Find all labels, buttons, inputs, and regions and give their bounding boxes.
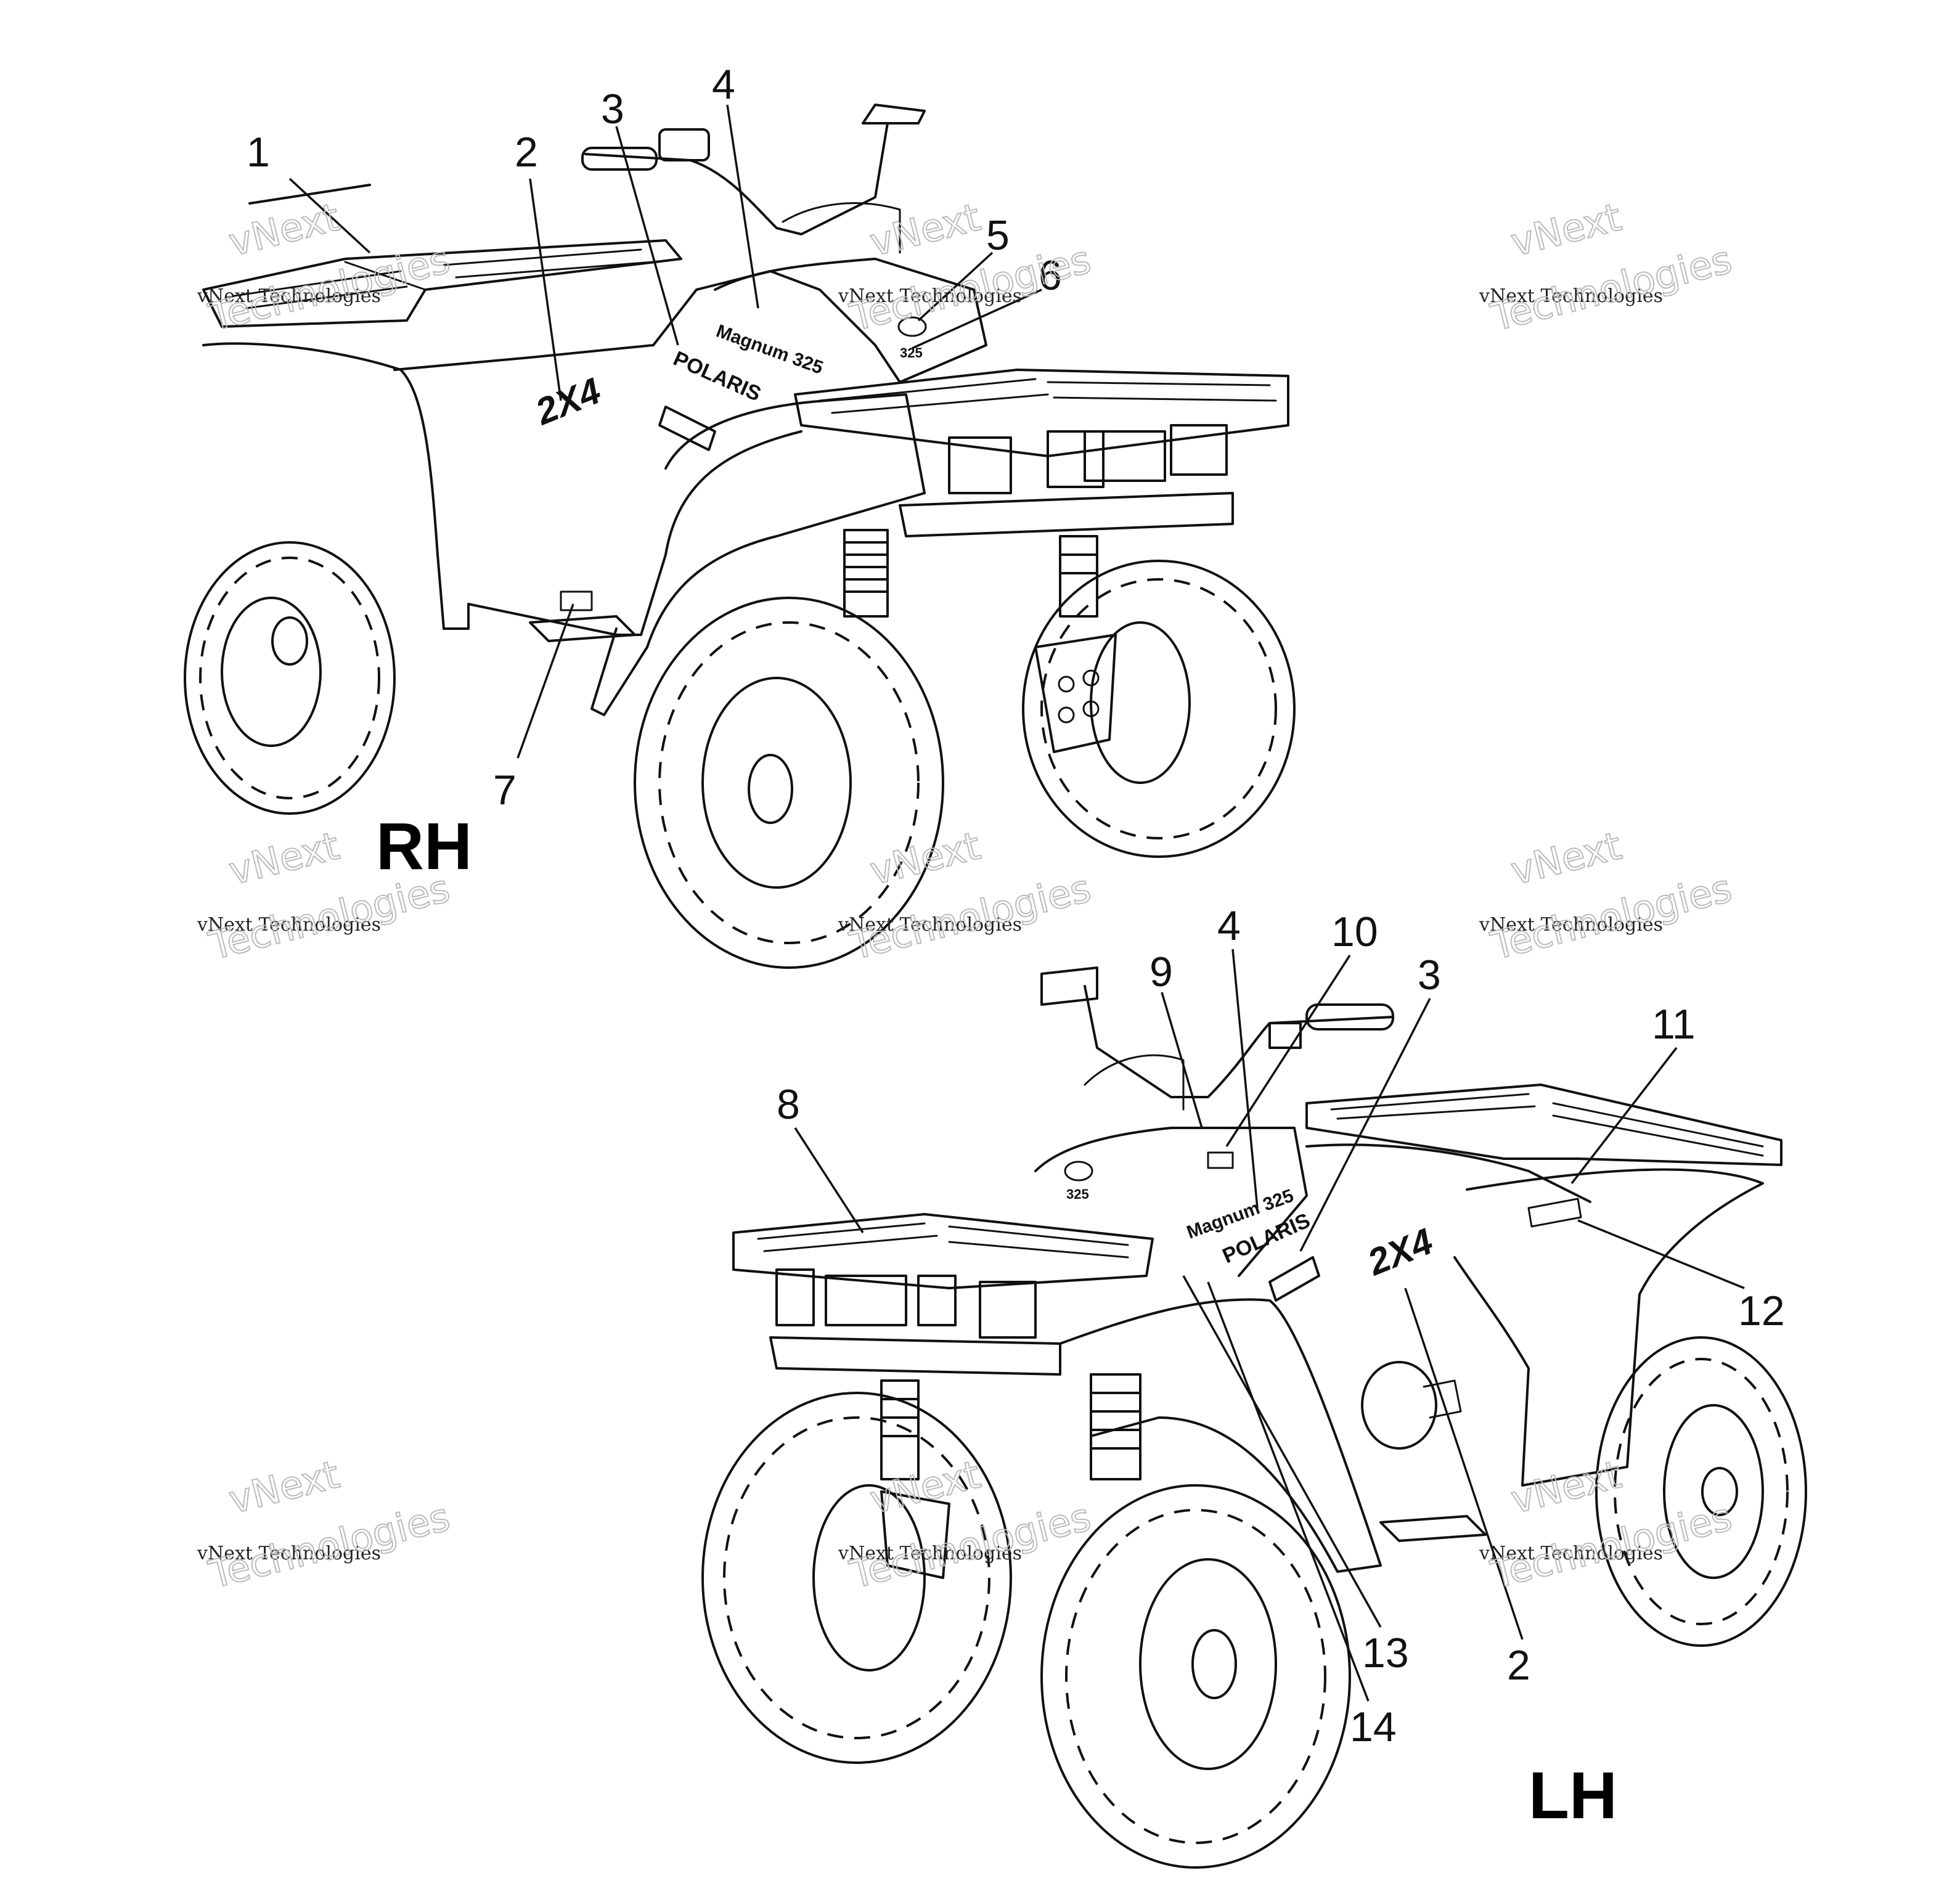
svg-text:vNext Technologies: vNext Technologies xyxy=(1479,285,1663,307)
rh-front-shock xyxy=(843,529,889,618)
rh-callout-5: 5 xyxy=(986,212,1010,259)
svg-text:vNext Technologies: vNext Technologies xyxy=(1479,1543,1663,1564)
rh-callout-6: 6 xyxy=(1039,252,1062,299)
rh-callout-7: 7 xyxy=(493,767,517,814)
watermark: vNext vNext Technologies Technologies xyxy=(838,1451,1096,1598)
svg-text:vNext: vNext xyxy=(865,823,984,894)
rh-callout-1: 1 xyxy=(247,129,270,176)
lh-rear-rack xyxy=(1305,1084,1782,1166)
rh-callout-2: 2 xyxy=(515,129,538,176)
svg-text:vNext Technologies: vNext Technologies xyxy=(838,285,1022,307)
svg-text:vNext Technologies: vNext Technologies xyxy=(197,1543,381,1564)
rh-leader-lines xyxy=(288,104,1042,759)
lh-front-rack xyxy=(732,1213,1154,1289)
lh-callout-8: 8 xyxy=(777,1081,800,1128)
svg-text:vNext: vNext xyxy=(865,1451,984,1522)
atv-rh-view: Magnum 325 POLARIS 2X4 325 1 2 3 4 5 6 7… xyxy=(184,61,1296,969)
svg-text:vNext Technologies: vNext Technologies xyxy=(197,914,381,936)
rh-handlebar xyxy=(584,122,889,235)
svg-text:vNext: vNext xyxy=(224,823,343,894)
svg-text:vNext: vNext xyxy=(224,194,343,265)
lh-far-front-wheel xyxy=(701,1392,1012,1764)
rh-rear-rack xyxy=(202,239,682,328)
lh-front-fender xyxy=(1059,1298,1382,1573)
lh-callout-9: 9 xyxy=(1149,949,1173,995)
rh-rear-wheel xyxy=(184,541,396,815)
rh-view-label: RH xyxy=(376,809,472,883)
lh-rear-fender xyxy=(1453,1168,1764,1487)
atv-lh-view: 325 Magnum 325 POLARIS 2X4 xyxy=(701,902,1807,1869)
svg-text:vNext Technologies: vNext Technologies xyxy=(1479,914,1663,936)
lh-callout-11: 11 xyxy=(1652,1001,1696,1048)
lh-callout-2: 2 xyxy=(1507,1642,1530,1689)
rh-decal-2x4: 2X4 xyxy=(529,370,606,433)
lh-callout-10: 10 xyxy=(1331,908,1378,955)
lh-rear-wheel xyxy=(1595,1336,1807,1647)
lh-view-label: LH xyxy=(1529,1758,1617,1832)
rh-far-wheel xyxy=(1022,560,1296,858)
decal-strip-item-1 xyxy=(248,184,371,205)
rh-front-wheel xyxy=(634,597,944,969)
lh-callout-13: 13 xyxy=(1362,1630,1409,1676)
rh-callout-3: 3 xyxy=(601,86,624,133)
svg-text:vNext Technologies: vNext Technologies xyxy=(838,1543,1022,1564)
lh-front-wheel xyxy=(1040,1484,1351,1869)
lh-callout-3: 3 xyxy=(1418,952,1441,998)
rh-decal-325: 325 xyxy=(900,345,923,361)
svg-text:vNext Technologies: vNext Technologies xyxy=(838,914,1022,936)
lh-callout-12: 12 xyxy=(1738,1288,1785,1334)
lh-leader-lines xyxy=(794,949,1745,1702)
rh-decal-polaris: POLARIS xyxy=(670,347,765,406)
rh-rear-fender xyxy=(202,342,802,636)
lh-callout-4: 4 xyxy=(1217,902,1241,949)
svg-text:vNext: vNext xyxy=(1506,194,1625,265)
rh-callout-4: 4 xyxy=(712,61,735,108)
rh-front-rack xyxy=(794,369,1289,457)
svg-text:vNext: vNext xyxy=(1506,823,1625,894)
watermark: vNext vNext Technologies Technologies xyxy=(197,1451,455,1598)
lh-decal-325: 325 xyxy=(1066,1186,1089,1202)
watermark: vNext vNext Technologies Technologies xyxy=(838,822,1096,969)
svg-text:vNext: vNext xyxy=(224,1451,343,1522)
lh-callout-14: 14 xyxy=(1350,1704,1397,1750)
rh-front-fender xyxy=(590,393,926,716)
lh-handlebar xyxy=(1084,985,1394,1098)
lh-decal-2x4: 2X4 xyxy=(1362,1220,1439,1283)
svg-text:vNext Technologies: vNext Technologies xyxy=(197,285,381,307)
watermark: vNext vNext Technologies Technologies xyxy=(1479,194,1737,340)
watermark: vNext vNext Technologies Technologies xyxy=(1479,822,1737,969)
